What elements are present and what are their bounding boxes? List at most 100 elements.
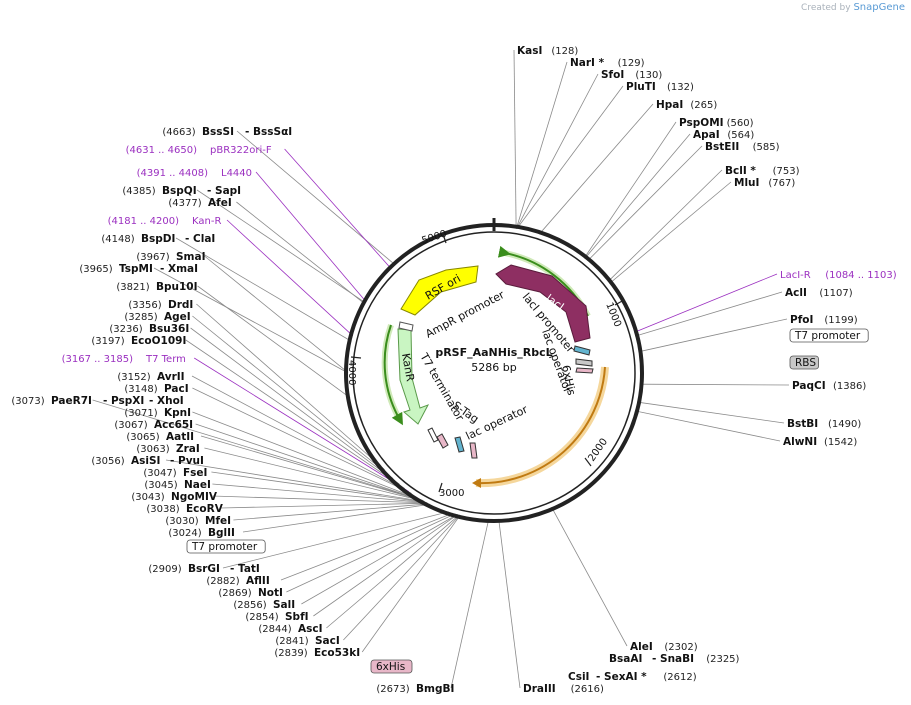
site-position: (560)	[727, 118, 754, 129]
enzyme-label-ecoo109i: EcoO109I(3197)	[91, 335, 186, 347]
site-position: (1490)	[828, 419, 861, 430]
plasmid-name: pRSF_AaNHis_RbcL	[435, 346, 552, 359]
connector-line	[551, 506, 628, 647]
site-position: (2844)	[258, 624, 291, 635]
site-name: AgeI	[164, 311, 191, 323]
site-position: (3063)	[136, 444, 169, 455]
site-name: Kan-R	[192, 216, 221, 227]
site-name: TspMI	[119, 263, 153, 275]
plasmid-size: 5286 bp	[471, 361, 516, 374]
site-name: DraIII	[523, 683, 556, 695]
site-name: BspDI	[141, 233, 175, 245]
connector-line	[196, 189, 367, 304]
enzyme-label-xmai: - XmaI	[160, 263, 198, 275]
enzyme-label-tati: - TatI	[230, 563, 260, 575]
site-name: AflII	[246, 575, 270, 587]
connector-line	[607, 169, 723, 282]
site-position: (3073)	[11, 396, 44, 407]
enzyme-label-pvui: - PvuI	[170, 455, 204, 467]
connector-line	[280, 512, 454, 581]
site-name: SfoI	[601, 69, 624, 81]
site-name: Bpu10I	[156, 281, 198, 293]
connector-line	[190, 327, 400, 485]
site-name: - XhoI	[149, 395, 184, 407]
enzyme-label-sfoi: SfoI(130)	[601, 69, 662, 81]
site-name: PaqCI	[792, 380, 826, 392]
connector-line	[236, 201, 366, 305]
site-position: (753)	[773, 166, 800, 177]
site-name: AfeI	[208, 197, 232, 209]
site-name: BmgBI	[416, 683, 454, 695]
connector-line	[193, 357, 410, 492]
site-position: (3038)	[146, 504, 179, 515]
connector-line	[498, 518, 521, 689]
site-position: (3356)	[128, 300, 161, 311]
site-name: - SexAI *	[596, 671, 647, 683]
lac-operator-mark-2	[469, 442, 478, 459]
site-position: (4391 .. 4408)	[137, 168, 209, 179]
connector-line	[284, 148, 392, 270]
site-position: (4663)	[162, 127, 195, 138]
connector-line	[634, 273, 778, 333]
enzyme-label-saci: SacI (2841)	[275, 635, 339, 647]
snapgene-logo: SnapGene	[853, 2, 905, 13]
ampr-promoter-feature	[398, 321, 414, 332]
site-position: (3047)	[143, 468, 176, 479]
site-position: (3965)	[79, 264, 112, 275]
site-position: (3065)	[126, 432, 159, 443]
site-name: Acc65I	[154, 419, 193, 431]
site-name: pBR322ori-F	[210, 145, 272, 156]
enzyme-label-sali: SalI(2856)	[233, 599, 295, 611]
enzyme-label-bglii: BglII(3024)	[168, 527, 235, 539]
enzyme-label-noti: NotI(2869)	[218, 587, 283, 599]
enzyme-label-zrai: ZraI(3063)	[136, 443, 199, 455]
connector-line	[236, 130, 396, 266]
primer-label-kan-r: Kan-R(4181 .. 4200)	[108, 216, 222, 227]
primer-label-l4440: L4440(4391 .. 4408)	[137, 168, 252, 179]
site-name: PluTI	[626, 81, 656, 93]
backbone-inner	[352, 231, 636, 515]
connector-line	[196, 303, 385, 470]
site-name: Eco53kI	[314, 647, 360, 659]
t7-tag-mark	[454, 436, 465, 453]
site-name: MluI	[734, 177, 759, 189]
enzyme-label-agei: AgeI(3285)	[124, 311, 190, 323]
enzyme-label-sbfi: SbfI(2854)	[245, 611, 308, 623]
connector-line	[635, 291, 783, 337]
primer-label-t7-term: T7 Term(3167 .. 3185)	[62, 354, 186, 365]
enzyme-label-bmgbi: BmgBI(2673)	[376, 683, 454, 695]
6xhis-box-label: 6xHis	[370, 659, 413, 674]
connector-line	[204, 447, 425, 502]
site-position: (3056)	[91, 456, 124, 467]
lac-operator-mark-1	[573, 345, 591, 356]
connector-line	[583, 121, 677, 259]
connector-line	[220, 502, 428, 509]
enzyme-label-aatii: AatII(3065)	[126, 431, 194, 443]
tick-label-4000: 4000	[346, 360, 357, 385]
site-position: (2841)	[275, 636, 308, 647]
site-name: - SapI	[207, 185, 241, 197]
site-position: (2869)	[218, 588, 251, 599]
site-position: (2909)	[148, 564, 181, 575]
site-name: SacI	[315, 635, 340, 647]
enzyme-label-mlui: MluI(767)	[734, 177, 795, 189]
rbs-mark	[575, 367, 594, 374]
connector-line	[639, 383, 790, 386]
connector-line	[192, 387, 412, 494]
t7-promoter-box-label: T7 promoter	[789, 328, 869, 343]
enzyme-label-asisi: AsiSI (3056)	[91, 455, 160, 467]
enzyme-label-sexai-: - SexAI *(2612)	[596, 671, 697, 683]
enzyme-label-bspdi: BspDI(4148)	[101, 233, 175, 245]
site-name: LacI-R	[780, 270, 811, 281]
site-name: PaeR7I	[51, 395, 92, 407]
site-name: HpaI	[656, 99, 683, 111]
primer-label-pbr322ori-f: pBR322ori-F(4631 .. 4650)	[126, 145, 272, 156]
site-name: AsiSI	[131, 455, 160, 467]
map-labels: KasI(128)NarI *(129)SfoI(130)PluTI(132)H…	[11, 45, 896, 695]
site-name: - TatI	[230, 563, 260, 575]
site-position: (2325)	[706, 654, 739, 665]
enzyme-label-bsaai: BsaAI	[609, 653, 642, 665]
site-name: SmaI	[176, 251, 206, 263]
enzyme-label-pspomi: PspOMI(560)	[679, 117, 754, 129]
site-name: ApaI	[693, 129, 720, 141]
